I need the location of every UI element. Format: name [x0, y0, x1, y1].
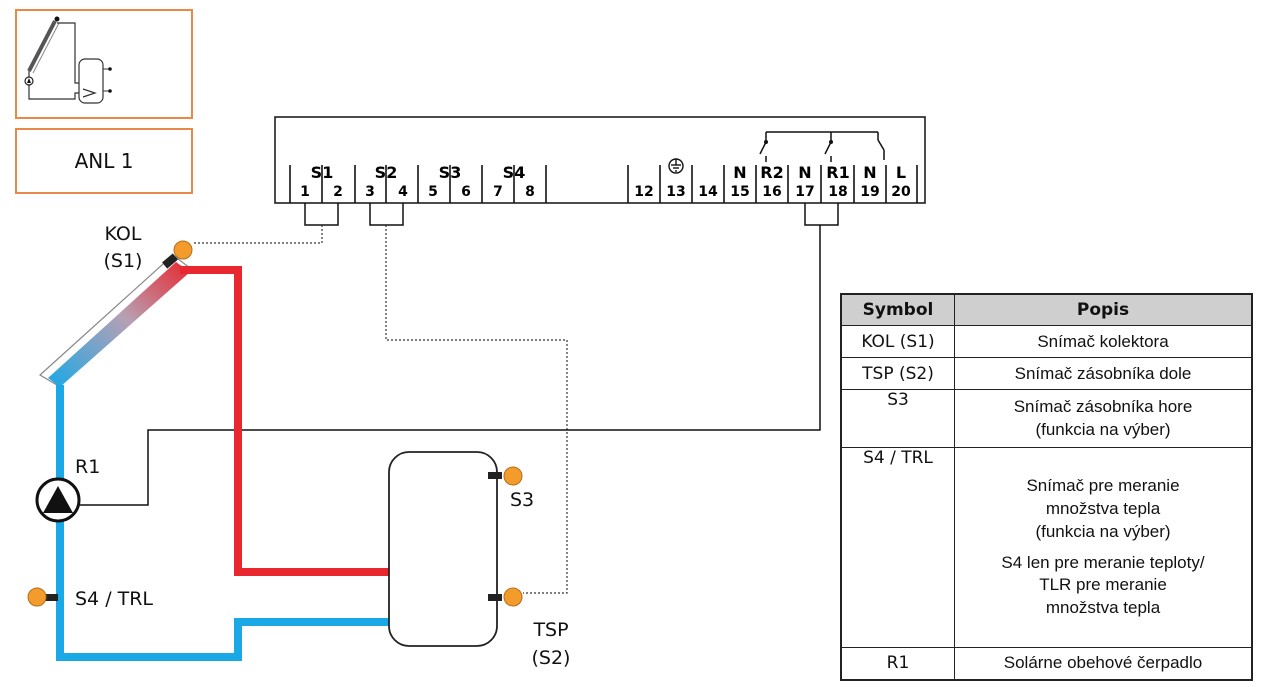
label-r1: R1 — [75, 456, 100, 478]
terminal-function-label: N — [798, 163, 811, 182]
legend-desc: Snímač zásobníka dole — [954, 357, 1253, 390]
solar-collector — [38, 254, 191, 387]
terminal-number: 4 — [398, 184, 408, 200]
terminal-clamps — [304, 203, 839, 226]
label-tsp: TSP — [532, 619, 568, 641]
legend-symbol: TSP (S2) — [840, 357, 955, 390]
legend-symbol: S4 / TRL — [840, 447, 955, 648]
terminal-number: 19 — [860, 184, 879, 200]
pump-power-wire — [75, 225, 821, 506]
ground-icon — [668, 158, 684, 174]
terminal-number: 17 — [795, 184, 814, 200]
terminal-number: 7 — [493, 184, 503, 200]
sensor-s4 — [27, 587, 58, 607]
terminal-number: 12 — [634, 184, 653, 200]
legend-symbol: R1 — [840, 647, 955, 680]
legend-symbol: S3 — [840, 389, 955, 448]
system-icon-box — [15, 9, 193, 119]
legend-header-desc: Popis — [954, 293, 1253, 326]
terminal-number: 3 — [365, 184, 375, 200]
terminal-number: 18 — [828, 184, 847, 200]
legend-desc: Snímač pre meranie množstva tepla (funkc… — [954, 447, 1253, 648]
legend-desc: Solárne obehové čerpadlo — [954, 647, 1253, 680]
terminal-number: 2 — [333, 184, 343, 200]
terminal-number: 20 — [891, 184, 911, 200]
sensor-tsp — [488, 587, 523, 607]
terminal-number: 16 — [762, 184, 781, 200]
label-s4-trl: S4 / TRL — [75, 588, 153, 610]
cold-pipe — [56, 385, 487, 661]
anl-label: ANL 1 — [15, 128, 193, 194]
label-kol-s1: (S1) — [104, 250, 143, 272]
terminal-group-label: S2 — [375, 163, 398, 182]
terminal-number: 14 — [698, 184, 718, 200]
sensor-wires — [192, 225, 568, 594]
legend-header-symbol: Symbol — [840, 293, 955, 326]
pump-icon — [35, 477, 81, 523]
terminal-function-label: R1 — [826, 163, 849, 182]
terminal-group-label: S3 — [439, 163, 462, 182]
terminal-number: 8 — [525, 184, 535, 200]
terminal-number: 13 — [666, 184, 685, 200]
hot-pipe — [180, 266, 487, 576]
terminal-group-label: S1 — [311, 163, 334, 182]
sensor-s3 — [488, 466, 523, 486]
terminal-number: 15 — [730, 184, 749, 200]
terminal-function-label: L — [896, 163, 906, 182]
terminal-number: 1 — [300, 184, 310, 200]
label-kol: KOL — [105, 223, 142, 245]
sensor-kol — [162, 240, 193, 269]
legend-desc: Snímač zásobníka hore (funkcia na výber) — [954, 389, 1253, 448]
label-tsp-s2: (S2) — [532, 647, 571, 669]
terminal-function-label: N — [733, 163, 746, 182]
terminal-number: 6 — [461, 184, 471, 200]
terminal-function-label: R2 — [760, 163, 783, 182]
label-s3: S3 — [510, 489, 534, 511]
storage-tank — [388, 451, 498, 647]
legend-desc: Snímač kolektora — [954, 325, 1253, 358]
solar-system-icon — [24, 16, 112, 104]
legend-table: Symbol Popis KOL (S1) Snímač kolektora T… — [840, 293, 1253, 681]
terminal-function-label: N — [863, 163, 876, 182]
terminal-number: 5 — [428, 184, 438, 200]
terminal-group-label: S4 — [503, 163, 526, 182]
legend-symbol: KOL (S1) — [840, 325, 955, 358]
